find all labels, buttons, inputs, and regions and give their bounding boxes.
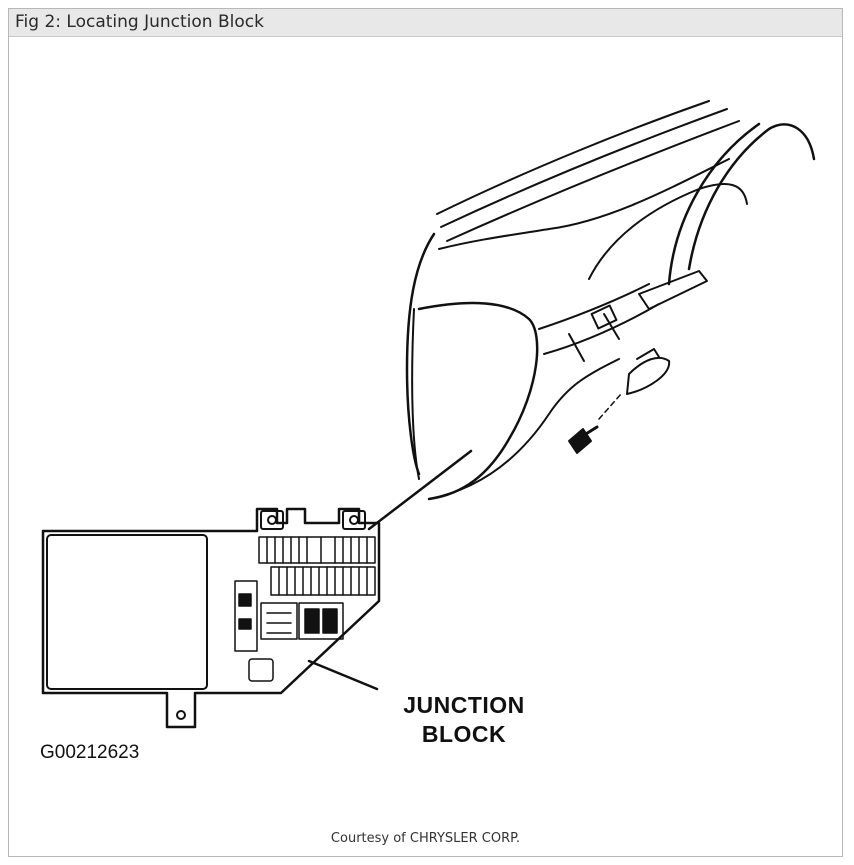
mount-tab-right xyxy=(342,510,366,530)
dash-lower-edge xyxy=(428,358,620,500)
dash-panel-left xyxy=(405,232,436,476)
steering-wheel-rim-2 xyxy=(667,122,761,286)
steering-wheel-rim-1 xyxy=(687,123,816,271)
figure-id-label: G00212623 xyxy=(40,742,140,763)
junction-block-drawing xyxy=(41,507,381,729)
dashboard-drawing xyxy=(367,100,816,531)
leader-line-to-label xyxy=(307,659,379,691)
mount-tab-left xyxy=(260,510,284,530)
dash-top-edge-2 xyxy=(440,108,728,228)
dash-panel-curve xyxy=(438,158,730,250)
dash-panel-inner xyxy=(417,301,539,501)
leader-line-to-panel xyxy=(367,449,473,531)
bracket-piece xyxy=(626,356,671,395)
fuse-row-lower xyxy=(270,566,376,596)
dash-column-shroud xyxy=(568,313,620,362)
mount-hole-right xyxy=(349,515,359,525)
courtesy-credit: Courtesy of CHRYSLER CORP. xyxy=(330,831,521,846)
junction-block-callout: JUNCTION BLOCK xyxy=(384,691,544,749)
steering-wheel-spoke xyxy=(588,183,748,280)
mount-hole-left xyxy=(267,515,277,525)
connector-socket xyxy=(248,658,274,682)
relay-cluster xyxy=(234,580,344,652)
bolt-leader-dashed xyxy=(598,393,622,420)
figure-title: Fig 2: Locating Junction Block xyxy=(15,12,264,32)
fuse-row-upper xyxy=(258,536,376,564)
column-stalk xyxy=(638,270,708,310)
bolt-head xyxy=(568,428,592,454)
figure-title-bar: Fig 2: Locating Junction Block xyxy=(9,9,842,37)
dash-panel-outer xyxy=(411,308,420,480)
junction-block-cover-window xyxy=(46,534,208,690)
dash-steering-column-2 xyxy=(543,303,660,355)
dash-top-edge-3 xyxy=(446,120,740,242)
dash-top-edge-1 xyxy=(436,100,710,215)
callout-line-1: JUNCTION xyxy=(403,692,525,718)
junction-block-outline xyxy=(41,507,381,729)
dash-switch xyxy=(590,304,618,330)
bracket-tab xyxy=(636,348,660,360)
mount-hole-bottom xyxy=(176,710,186,720)
callout-line-2: BLOCK xyxy=(421,721,507,747)
junction-block-illustration xyxy=(41,100,816,729)
figure-frame: Fig 2: Locating Junction Block xyxy=(8,8,843,857)
dash-steering-column-1 xyxy=(538,283,650,330)
